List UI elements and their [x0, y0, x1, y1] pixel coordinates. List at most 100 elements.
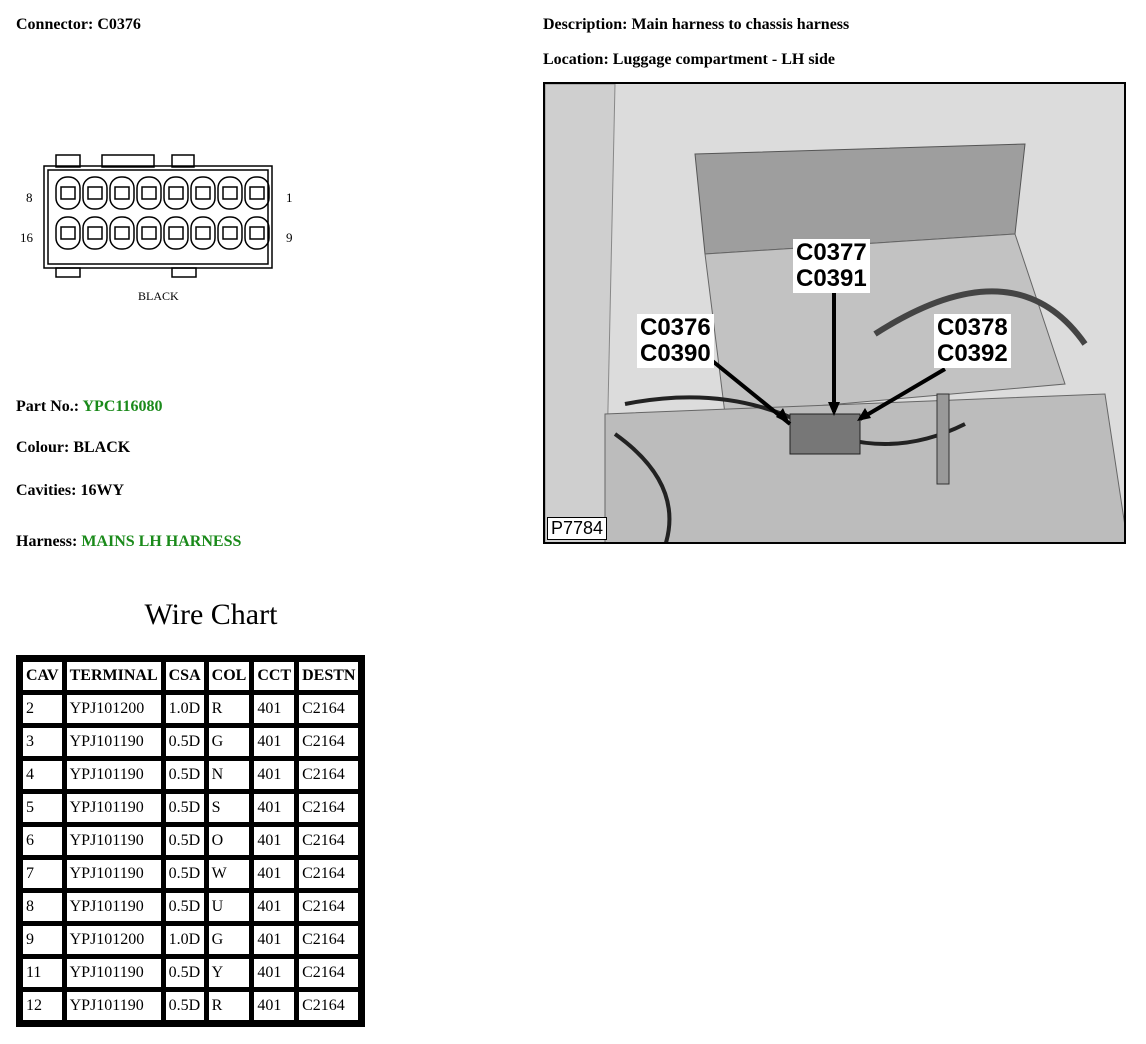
wire-chart-cell: 401	[253, 760, 296, 790]
wire-chart-cell: G	[207, 727, 251, 757]
wire-chart-cell: C2164	[298, 859, 360, 889]
wire-chart-cell: 401	[253, 826, 296, 856]
wire-chart-cell: R	[207, 991, 251, 1021]
wire-chart-cell: 0.5D	[164, 859, 205, 889]
cavity-terminal	[195, 186, 211, 200]
wire-chart-cell: YPJ101190	[65, 793, 162, 823]
cavities-value: 16WY	[80, 482, 124, 499]
wire-chart-cell: C2164	[298, 727, 360, 757]
cavity-terminal	[60, 186, 76, 200]
wire-chart-cell: 0.5D	[164, 826, 205, 856]
pin-label-1: 1	[286, 190, 293, 205]
wire-chart-cell: 0.5D	[164, 958, 205, 988]
callout-c0376: C0376 C0390	[637, 314, 714, 368]
wire-chart-cell: S	[207, 793, 251, 823]
wire-chart-cell: 3	[22, 727, 63, 757]
cavity-terminal	[141, 226, 157, 240]
description-value: Main harness to chassis harness	[631, 16, 850, 33]
cavity-outline	[217, 216, 243, 250]
cavity-outline	[244, 216, 270, 250]
callout-line: C0376	[640, 314, 711, 341]
callout-c0377: C0377 C0391	[793, 239, 870, 293]
wire-chart-header-cell: COL	[207, 661, 251, 691]
wire-chart-cell: YPJ101190	[65, 958, 162, 988]
wire-chart-cell: 7	[22, 859, 63, 889]
wire-chart-cell: YPJ101190	[65, 991, 162, 1021]
callout-c0378: C0378 C0392	[934, 314, 1011, 368]
wire-chart-cell: 9	[22, 925, 63, 955]
cavities-label: Cavities:	[16, 482, 77, 499]
wire-chart-cell: C2164	[298, 958, 360, 988]
cavity-terminal	[60, 226, 76, 240]
wire-chart-cell: W	[207, 859, 251, 889]
cavity-outline	[163, 216, 189, 250]
wire-chart-cell: C2164	[298, 826, 360, 856]
cavity-outline	[55, 216, 81, 250]
wire-chart-cell: C2164	[298, 892, 360, 922]
cavity-terminal	[87, 226, 103, 240]
cavity-outline	[190, 176, 216, 210]
wire-chart-cell: N	[207, 760, 251, 790]
connector-field: Connector: C0376	[16, 16, 141, 34]
cavity-terminal	[168, 226, 184, 240]
cavity-outline	[109, 176, 135, 210]
wire-chart-cell: 1.0D	[164, 694, 205, 724]
wire-chart-header-cell: CAV	[22, 661, 63, 691]
location-value: Luggage compartment - LH side	[612, 51, 835, 68]
wire-chart-cell: 401	[253, 925, 296, 955]
wire-chart-header-cell: DESTN	[298, 661, 360, 691]
cavity-terminal	[168, 186, 184, 200]
cavity-outline	[55, 176, 81, 210]
wire-chart-cell: 401	[253, 991, 296, 1021]
part-no-value[interactable]: YPC116080	[82, 398, 163, 415]
wire-chart-cell: 6	[22, 826, 63, 856]
callout-line: C0378	[937, 314, 1008, 341]
wire-chart-cell: 4	[22, 760, 63, 790]
location-photo: C0376 C0390 C0377 C0391 C0378 C0392 P778…	[543, 82, 1126, 544]
pin-label-16: 16	[20, 230, 34, 245]
cavity-terminal	[87, 186, 103, 200]
wire-chart-cell: YPJ101190	[65, 727, 162, 757]
callout-line: C0392	[937, 340, 1008, 367]
description-field: Description: Main harness to chassis har…	[543, 16, 849, 34]
wire-chart-cell: YPJ101190	[65, 892, 162, 922]
pin-label-9: 9	[286, 230, 293, 245]
callout-line: C0391	[796, 265, 867, 292]
wire-chart-cell: 12	[22, 991, 63, 1021]
cavity-terminal	[195, 226, 211, 240]
colour-value: BLACK	[73, 439, 131, 456]
harness-value[interactable]: MAINS LH HARNESS	[81, 533, 242, 550]
wire-chart-cell: Y	[207, 958, 251, 988]
wire-chart-cell: 0.5D	[164, 760, 205, 790]
connector-face-diagram: 8 1 16 9 BLACK	[20, 154, 293, 303]
diagram-color-label: BLACK	[138, 289, 179, 303]
wire-chart-cell: 1.0D	[164, 925, 205, 955]
location-field: Location: Luggage compartment - LH side	[543, 51, 835, 69]
wire-chart-cell: YPJ101200	[65, 694, 162, 724]
description-label: Description:	[543, 16, 628, 33]
wire-chart-cell: 0.5D	[164, 793, 205, 823]
wire-chart-cell: 401	[253, 958, 296, 988]
cavity-outline	[136, 216, 162, 250]
connector-label: Connector:	[16, 16, 94, 33]
wire-chart-cell: YPJ101200	[65, 925, 162, 955]
wire-chart-cell: 401	[253, 793, 296, 823]
wire-chart-cell: 5	[22, 793, 63, 823]
wire-chart-cell: 401	[253, 859, 296, 889]
pin-label-8: 8	[26, 190, 33, 205]
cavity-outline	[82, 216, 108, 250]
wire-chart-header-cell: TERMINAL	[65, 661, 162, 691]
connector-value: C0376	[97, 16, 141, 33]
cavity-outline	[244, 176, 270, 210]
cavity-outline	[163, 176, 189, 210]
